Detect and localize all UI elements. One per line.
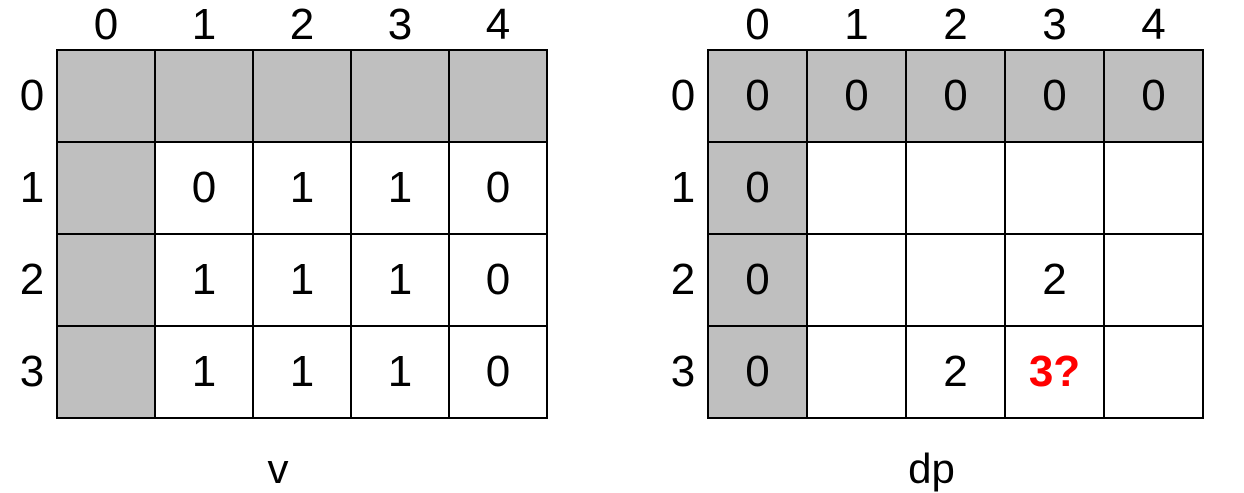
dp-cell-r2c2	[905, 233, 1006, 327]
v-cell-r1c4: 0	[448, 141, 548, 235]
v-row-1: 1 0 1 1 0	[8, 141, 548, 235]
v-cell-r2c3: 1	[350, 233, 450, 327]
v-cell-r3c0	[56, 325, 156, 419]
v-cell-r0c0	[56, 49, 156, 143]
v-cell-r0c3	[350, 49, 450, 143]
dp-cell-r0c3: 0	[1004, 49, 1105, 143]
col-header: 0	[745, 0, 770, 49]
col-header: 1	[191, 0, 217, 49]
row-header: 1	[19, 163, 45, 212]
diagram-canvas: { "diagram": { "tables": [ { "caption": …	[19, 2, 1204, 492]
dp-cell-r2c4	[1103, 233, 1204, 327]
corner-spacer	[8, 0, 57, 50]
dp-table-caption: dp	[908, 445, 955, 492]
v-cell-r2c4: 0	[448, 233, 548, 327]
v-cell-r3c4: 0	[448, 325, 548, 419]
row-header: 2	[19, 255, 45, 304]
dp-table: 0 1 2 3 4 0 0 0 0 0 0 1 0 2 0 2	[659, 0, 1204, 419]
v-row-3: 3 1 1 1 0	[8, 325, 548, 419]
v-cell-r3c1: 1	[154, 325, 254, 419]
dp-cell-r3c2: 2	[905, 325, 1006, 419]
dp-cell-r2c1	[806, 233, 907, 327]
v-matrix-group: 0 1 2 3 4 0 1 0 1 1 0 2 1 1 1 0	[8, 0, 548, 493]
v-header-row: 0 1 2 3 4	[8, 0, 547, 50]
dp-cell-r1c3	[1004, 141, 1105, 235]
dp-header-row: 0 1 2 3 4	[659, 0, 1203, 50]
dp-cell-r0c2: 0	[905, 49, 1006, 143]
v-cell-r1c2: 1	[252, 141, 352, 235]
dp-cell-r1c4	[1103, 141, 1204, 235]
v-table: 0 1 2 3 4 0 1 0 1 1 0 2 1 1 1 0	[8, 0, 548, 419]
row-header: 0	[670, 71, 696, 120]
v-cell-r2c1: 1	[154, 233, 254, 327]
v-cell-r1c0	[56, 141, 156, 235]
dp-cell-r0c4: 0	[1103, 49, 1204, 143]
col-header: 0	[93, 0, 119, 49]
v-cell-r2c2: 1	[252, 233, 352, 327]
col-header: 2	[289, 0, 315, 49]
v-cell-r0c2	[252, 49, 352, 143]
dp-cell-r3c1	[806, 325, 907, 419]
row-header: 2	[670, 255, 696, 304]
col-header: 3	[1042, 0, 1067, 49]
v-cell-r1c1: 0	[154, 141, 254, 235]
col-header: 4	[1141, 0, 1166, 49]
dp-cell-r1c2	[905, 141, 1006, 235]
v-table-caption: v	[267, 445, 289, 492]
v-cell-r3c3: 1	[350, 325, 450, 419]
corner-spacer	[659, 0, 708, 50]
row-header: 0	[19, 71, 45, 120]
dp-cell-r2c3: 2	[1004, 233, 1105, 327]
dp-matrix-group: 0 1 2 3 4 0 0 0 0 0 0 1 0 2 0 2	[659, 0, 1204, 493]
row-header: 1	[670, 163, 696, 212]
dp-row-2: 2 0 2	[659, 233, 1204, 327]
v-cell-r2c0	[56, 233, 156, 327]
row-header: 3	[19, 347, 45, 396]
dp-cell-r0c1: 0	[806, 49, 907, 143]
dp-cell-r0c0: 0	[707, 49, 808, 143]
col-header: 4	[485, 0, 511, 49]
v-row-0: 0	[8, 49, 548, 143]
col-header: 2	[943, 0, 968, 49]
dp-cell-r2c0: 0	[707, 233, 808, 327]
dp-cell-r1c1	[806, 141, 907, 235]
dp-row-3: 3 0 2 3?	[659, 325, 1204, 419]
col-header: 3	[387, 0, 413, 49]
dp-cell-r1c0: 0	[707, 141, 808, 235]
dp-row-1: 1 0	[659, 141, 1204, 235]
col-header: 1	[844, 0, 869, 49]
v-cell-r0c4	[448, 49, 548, 143]
v-cell-r3c2: 1	[252, 325, 352, 419]
dp-row-0: 0 0 0 0 0 0	[659, 49, 1204, 143]
v-cell-r1c3: 1	[350, 141, 450, 235]
v-row-2: 2 1 1 1 0	[8, 233, 548, 327]
dp-cell-r3c4	[1103, 325, 1204, 419]
v-cell-r0c1	[154, 49, 254, 143]
row-header: 3	[670, 347, 696, 396]
dp-cell-r3c0: 0	[707, 325, 808, 419]
dp-highlight-cell-r3c3: 3?	[1004, 325, 1105, 419]
